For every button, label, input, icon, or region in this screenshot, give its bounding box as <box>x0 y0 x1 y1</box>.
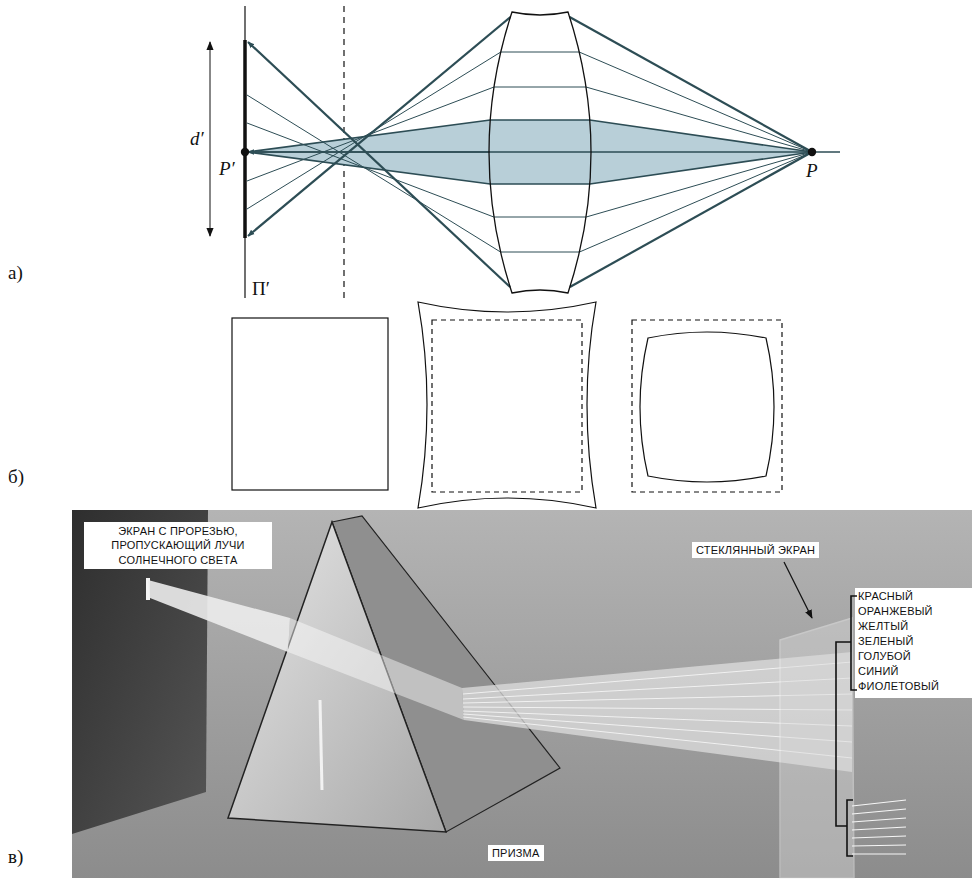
ray <box>586 152 812 217</box>
panel-letter: а) <box>8 262 23 284</box>
incoming-rays <box>579 52 812 252</box>
ray <box>248 17 510 236</box>
stripe <box>852 836 906 838</box>
blur-spot <box>243 40 247 238</box>
ray <box>247 95 501 252</box>
dashed-square <box>432 320 582 492</box>
brackets <box>836 596 857 856</box>
photo-ground <box>72 510 972 878</box>
stripe <box>852 827 906 830</box>
stripe <box>852 809 906 814</box>
dimension-line <box>210 42 211 236</box>
barrel-shape <box>640 332 774 482</box>
point-label: P′ <box>219 158 235 180</box>
color-name: ГОЛУБОЙ <box>858 650 911 662</box>
bracket <box>851 596 857 690</box>
source-point <box>808 148 816 156</box>
lens-ray-diagram <box>210 6 840 298</box>
light-beam <box>148 580 290 652</box>
stripe <box>852 818 906 822</box>
ray <box>580 152 813 252</box>
dashed-square <box>632 320 782 492</box>
distortion-squares <box>232 302 782 508</box>
leader-arrow <box>784 562 812 618</box>
callout-text: ПРИЗМА <box>488 845 544 861</box>
point-label: P <box>806 160 818 182</box>
outgoing-rays <box>247 52 501 252</box>
color-name: ЗЕЛЕНЫЙ <box>858 635 914 647</box>
dimension-label: d′ <box>190 128 204 150</box>
glass-screen <box>780 618 854 878</box>
color-name: ЖЕЛТЫЙ <box>858 620 908 632</box>
ray <box>501 252 580 253</box>
image-point <box>241 148 249 156</box>
panel-letter: б) <box>8 466 24 488</box>
prism-highlight <box>320 700 322 790</box>
pincushion-shape <box>418 302 596 508</box>
panel-letter: в) <box>8 846 23 868</box>
ray <box>570 152 812 287</box>
bracket <box>847 800 853 856</box>
stripe <box>852 853 906 854</box>
ray <box>494 217 586 218</box>
marginal-rays-out <box>248 17 510 287</box>
stripe <box>852 845 906 846</box>
lens <box>489 12 591 293</box>
square <box>232 318 388 490</box>
prism-illustration <box>72 510 972 878</box>
projected-spectrum <box>852 800 906 854</box>
ray <box>570 17 812 152</box>
marginal-rays <box>570 17 812 287</box>
color-name: ФИОЛЕТОВЫЙ <box>858 680 939 692</box>
color-name: СИНИЙ <box>858 665 899 677</box>
axis-ray <box>248 151 490 153</box>
color-name: ОРАНЖЕВЫЙ <box>858 605 933 617</box>
bracket-leader <box>836 642 851 826</box>
ray <box>501 52 579 53</box>
callout-text: ЭКРАН С ПРОРЕЗЬЮ, ПРОПУСКАЮЩИЙ ЛУЧИ СОЛН… <box>84 522 272 569</box>
ray <box>586 87 812 152</box>
stripe <box>852 800 906 806</box>
rays-in-lens <box>494 52 586 252</box>
ray <box>247 123 494 217</box>
legend-ground <box>855 588 972 698</box>
ray <box>579 52 812 152</box>
color-name: КРАСНЫЙ <box>858 590 913 602</box>
plane-label: П′ <box>252 278 270 300</box>
ray <box>248 42 510 287</box>
callout-text: СТЕКЛЯННЫЙ ЭКРАН <box>692 542 819 558</box>
ray <box>494 87 586 88</box>
beam-in-prism <box>288 618 464 720</box>
